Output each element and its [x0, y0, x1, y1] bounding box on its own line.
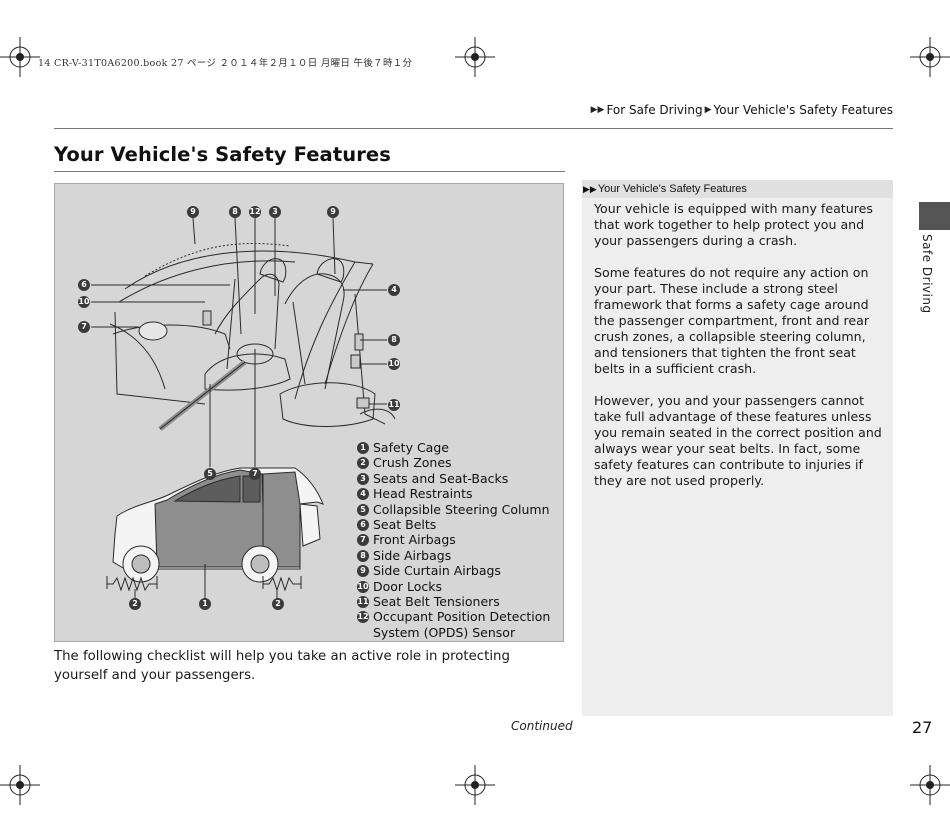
legend-item: 1 Safety Cage: [357, 440, 562, 455]
legend-number: 12: [357, 611, 369, 624]
cabin-and-car-drawing: [91, 217, 396, 599]
callout-10: 10: [78, 296, 90, 308]
registration-mark-top-center: [455, 37, 495, 77]
registration-mark-top-left: [0, 37, 40, 77]
callout-11: 11: [388, 399, 400, 411]
registration-mark-bottom-right: [910, 765, 950, 805]
callout-2-front: 2: [129, 598, 141, 610]
legend-number: 11: [357, 596, 369, 609]
legend-item: 9 Side Curtain Airbags: [357, 563, 562, 578]
legend-label: Collapsible Steering Column: [373, 501, 550, 517]
legend-number: 8: [357, 549, 369, 562]
legend-label: Front Airbags: [373, 532, 456, 548]
breadcrumb: ▶▶ For Safe Driving ▶ Your Vehicle's Saf…: [591, 103, 893, 117]
legend-label: Seat Belt Tensioners: [373, 594, 500, 610]
callout-4: 4: [388, 284, 400, 296]
legend-number: 7: [357, 534, 369, 547]
sidebar-note: ▶▶ Your Vehicle's Safety Features Your v…: [582, 180, 893, 716]
legend-label: Seats and Seat-Backs: [373, 470, 509, 486]
callout-12: 12: [249, 206, 261, 218]
legend-label: Occupant Position Detection System (OPDS…: [373, 609, 551, 640]
callout-8b: 8: [388, 334, 400, 346]
callout-6: 6: [78, 279, 90, 291]
legend: 1 Safety Cage 2 Crush Zones 3 Seats and Sea…: [357, 440, 562, 640]
legend-number: 1: [357, 442, 369, 454]
legend-label: Safety Cage: [373, 440, 449, 455]
legend-item: 3 Seats and Seat-Backs: [357, 471, 562, 486]
sidebar-heading-text: Your Vehicle's Safety Features: [597, 183, 747, 195]
legend-item: 12 Occupant Position Detection System (OP…: [357, 609, 562, 640]
callout-9b: 9: [327, 206, 339, 218]
callout-8: 8: [229, 206, 241, 218]
continued-label: Continued: [511, 719, 573, 733]
legend-label: Side Curtain Airbags: [373, 563, 501, 579]
arrow-icon: ▶: [704, 105, 712, 115]
callout-10b: 10: [388, 358, 400, 370]
reference-arrow-icon: ▶▶: [583, 183, 597, 194]
registration-mark-bottom-left: [0, 765, 40, 805]
legend-item: 2 Crush Zones: [357, 455, 562, 470]
header-divider: [54, 128, 893, 129]
callout-5: 5: [204, 468, 216, 480]
section-tab[interactable]: [919, 202, 950, 230]
legend-item: 5 Collapsible Steering Column: [357, 502, 562, 517]
callout-1: 1: [199, 598, 211, 610]
sidebar-heading: ▶▶ Your Vehicle's Safety Features: [582, 180, 893, 198]
legend-number: 4: [357, 488, 369, 501]
breadcrumb-item-section[interactable]: For Safe Driving: [606, 103, 703, 117]
callout-9: 9: [187, 206, 199, 218]
title-divider: [54, 171, 565, 172]
breadcrumb-item-current[interactable]: Your Vehicle's Safety Features: [713, 103, 893, 117]
sidebar-paragraph: However, you and your passengers cannot …: [594, 393, 882, 488]
sidebar-paragraph: Some features do not require any action …: [594, 265, 870, 376]
callout-2-rear: 2: [272, 598, 284, 610]
registration-mark-top-right: [910, 37, 950, 77]
page-title: Your Vehicle's Safety Features: [54, 143, 391, 166]
sidebar-paragraph: Your vehicle is equipped with many featu…: [594, 201, 873, 248]
legend-label: Door Locks: [373, 578, 443, 594]
print-header: 14 CR-V-31T0A6200.book 27 ページ ２０１４年２月１０日…: [38, 58, 413, 69]
legend-item: 11 Seat Belt Tensioners: [357, 594, 562, 609]
registration-mark-bottom-center: [455, 765, 495, 805]
body-paragraph: The following checklist will help you ta…: [54, 649, 510, 683]
legend-label: Seat Belts: [373, 517, 437, 533]
legend-label: Side Airbags: [373, 547, 452, 563]
legend-item: 6 Seat Belts: [357, 517, 562, 532]
double-arrow-icon: ▶▶: [590, 105, 605, 115]
page-number: 27: [912, 718, 933, 737]
legend-item: 8 Side Airbags: [357, 548, 562, 563]
legend-label: Crush Zones: [373, 455, 452, 471]
legend-label: Head Restraints: [373, 486, 473, 502]
legend-item: 4 Head Restraints: [357, 486, 562, 501]
legend-number: 3: [357, 472, 369, 485]
legend-number: 10: [357, 580, 369, 593]
callout-3: 3: [269, 206, 281, 218]
sidebar-body: Your vehicle is equipped with many featu…: [594, 201, 884, 505]
section-tab-label: Safe Driving: [920, 234, 934, 314]
legend-number: 6: [357, 519, 369, 532]
callout-7b: 7: [249, 468, 261, 480]
legend-number: 9: [357, 565, 369, 578]
legend-number: 5: [357, 503, 369, 516]
legend-number: 2: [357, 457, 369, 470]
legend-item: 10 Door Locks: [357, 579, 562, 594]
callout-7: 7: [78, 321, 90, 333]
legend-item: 7 Front Airbags: [357, 532, 562, 547]
